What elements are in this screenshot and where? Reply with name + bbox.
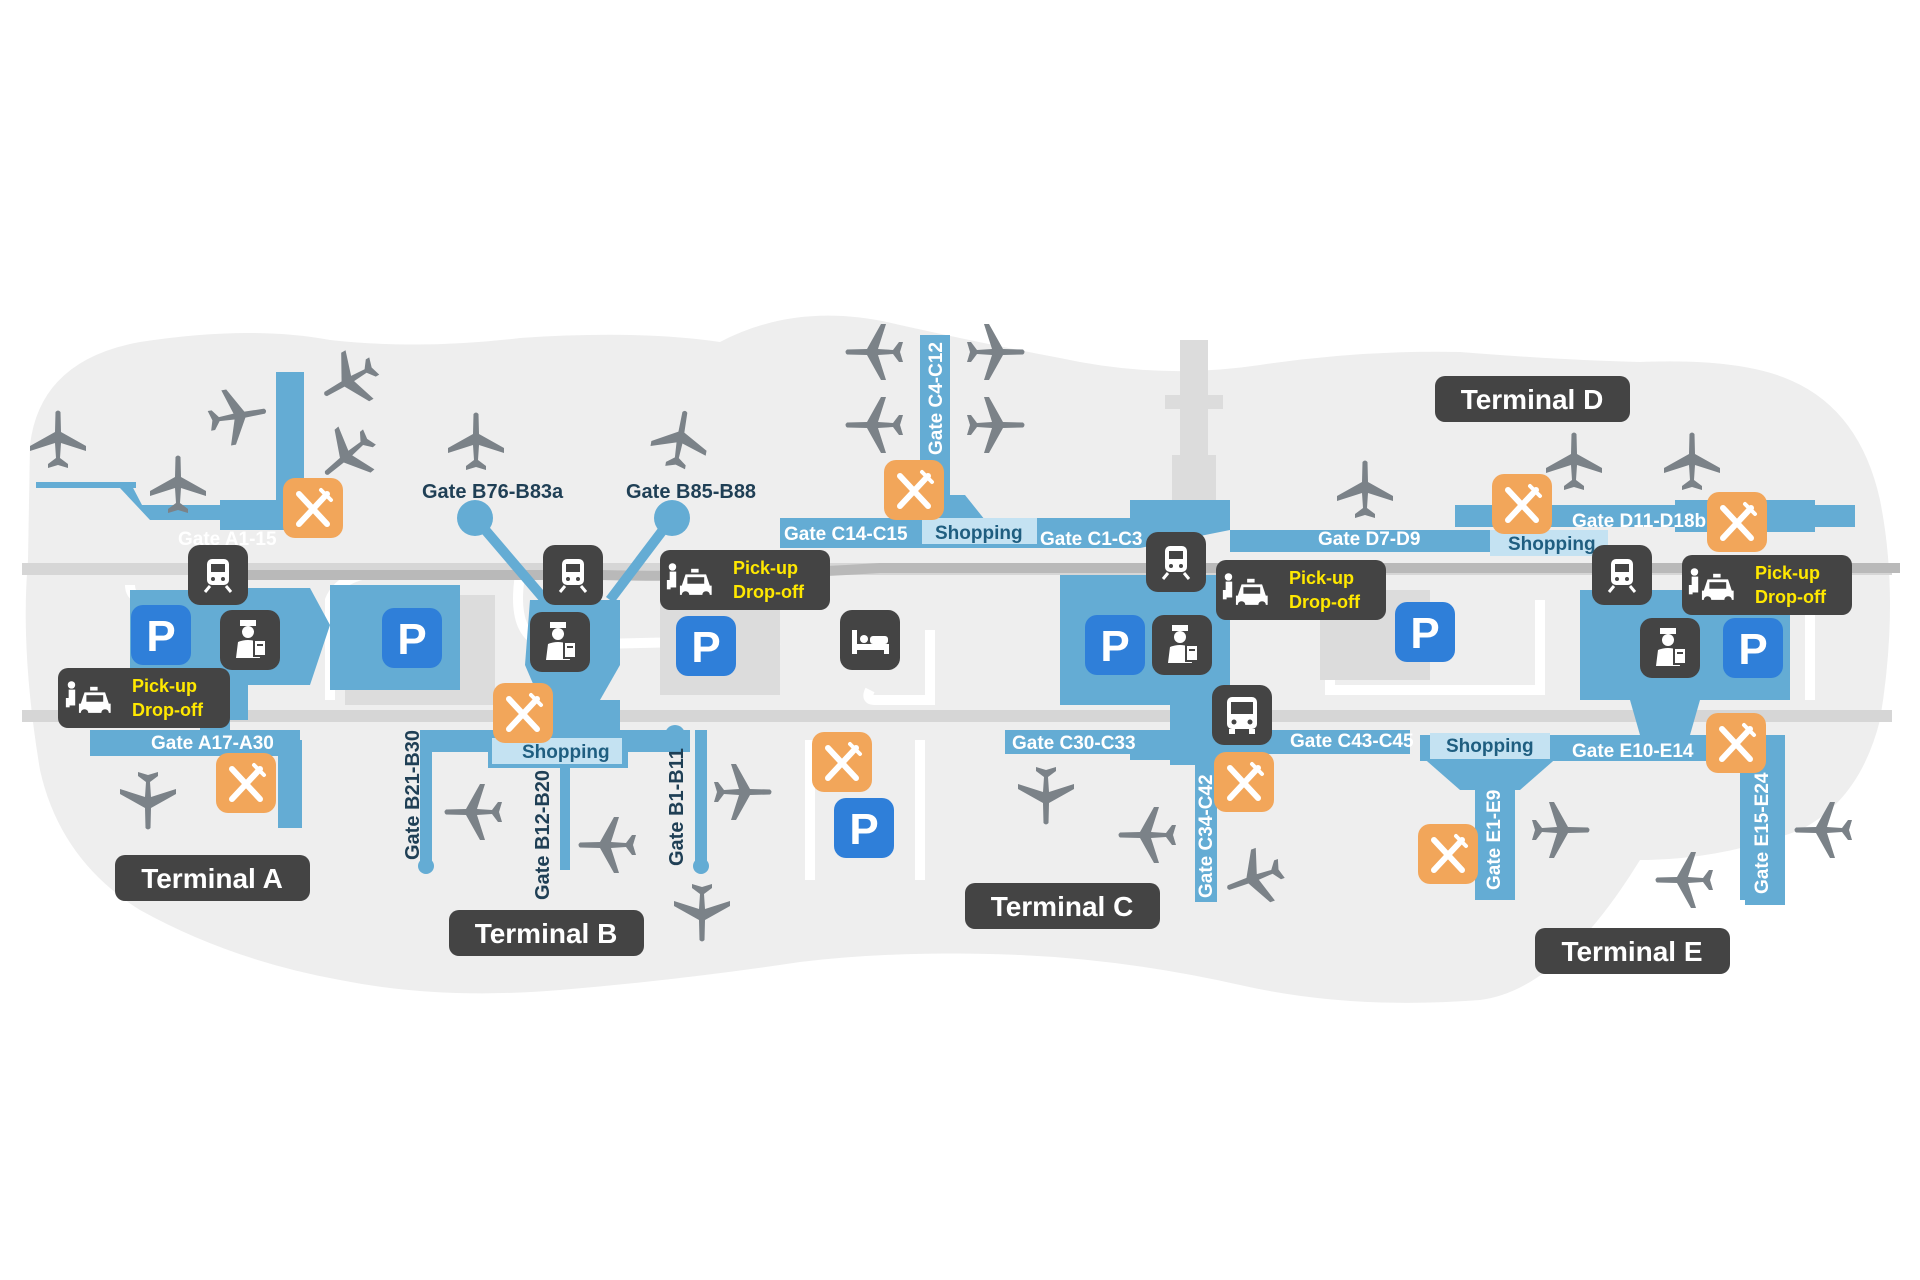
- shopping-label-c-south: Shopping: [1446, 736, 1534, 757]
- gate-e15-label: Gate E15-E24: [1752, 772, 1773, 894]
- road-south: [22, 710, 1892, 722]
- pickup-line2: Drop-off: [1755, 587, 1827, 607]
- terminal-d-label: Terminal D: [1461, 384, 1604, 415]
- parking-icon[interactable]: P: [676, 616, 736, 676]
- gate-b1-label: Gate B1-B11: [666, 748, 688, 866]
- security-icon[interactable]: [1640, 618, 1700, 678]
- pickup-line1: Pick-up: [1755, 563, 1820, 583]
- restaurant-icon[interactable]: [1707, 492, 1767, 552]
- train-icon[interactable]: [543, 545, 603, 605]
- pickup-badge-e[interactable]: Pick-up Drop-off: [1682, 555, 1852, 615]
- restaurant-icon[interactable]: [1418, 824, 1478, 884]
- gate-labels: Gate A1-15 Gate A17-A30 Gate B76-B83a Ga…: [151, 342, 1773, 900]
- shopping-box-c-south: [1430, 733, 1550, 759]
- parking-letter: P: [146, 612, 175, 661]
- restaurant-icon[interactable]: [812, 732, 872, 792]
- restaurant-icon[interactable]: [884, 460, 944, 520]
- parking-icon[interactable]: P: [1395, 602, 1455, 662]
- restaurant-icon[interactable]: [493, 683, 553, 743]
- shopping-box-d: [1490, 530, 1608, 556]
- train-icon[interactable]: [188, 545, 248, 605]
- restaurant-icon[interactable]: [1492, 474, 1552, 534]
- terminal-c-label: Terminal C: [991, 891, 1134, 922]
- parking-letter: P: [1738, 625, 1767, 674]
- security-icon[interactable]: [1152, 615, 1212, 675]
- terminal-c-badge[interactable]: Terminal C: [965, 883, 1160, 929]
- gate-d7-label: Gate D7-D9: [1318, 529, 1420, 550]
- control-tower: [1165, 340, 1223, 505]
- restaurant-icon[interactable]: [283, 478, 343, 538]
- restaurant-icon[interactable]: [1706, 713, 1766, 773]
- gate-b76-label: Gate B76-B83a: [422, 481, 564, 503]
- terminal-e-label: Terminal E: [1561, 936, 1702, 967]
- gate-b85-label: Gate B85-B88: [626, 481, 756, 503]
- terminal-d-badge[interactable]: Terminal D: [1435, 376, 1630, 422]
- gate-c30-label: Gate C30-C33: [1012, 733, 1136, 754]
- parking-icon[interactable]: P: [382, 608, 442, 668]
- terminal-b-badge[interactable]: Terminal B: [449, 910, 644, 956]
- parking-letter: P: [1100, 622, 1129, 671]
- pickup-line2: Drop-off: [733, 582, 805, 602]
- parking-letter: P: [397, 615, 426, 664]
- terminal-b-label: Terminal B: [475, 918, 618, 949]
- parking-lots-icons[interactable]: P P P P P P P: [131, 602, 1783, 858]
- terminal-a-label: Terminal A: [141, 863, 283, 894]
- gate-e10-label: Gate E10-E14: [1572, 741, 1694, 762]
- parking-icon[interactable]: P: [1723, 618, 1783, 678]
- pickup-line1: Pick-up: [132, 676, 197, 696]
- terminal-e-badge[interactable]: Terminal E: [1535, 928, 1730, 974]
- train-icon[interactable]: [1146, 532, 1206, 592]
- gate-d11-label: Gate D11-D18b: [1572, 511, 1706, 532]
- pickup-line1: Pick-up: [733, 558, 798, 578]
- parking-icon[interactable]: P: [131, 605, 191, 665]
- pickup-badge-c[interactable]: Pick-up Drop-off: [1216, 560, 1386, 620]
- pickup-badge-b[interactable]: Pick-up Drop-off: [660, 550, 830, 610]
- bus-icon[interactable]: [1212, 685, 1272, 745]
- restaurant-icon[interactable]: [1214, 752, 1274, 812]
- gate-b21-label: Gate B21-B30: [402, 730, 424, 860]
- shopping-areas: [492, 518, 1608, 764]
- gate-b12-label: Gate B12-B20: [532, 770, 554, 900]
- pickup-line2: Drop-off: [1289, 592, 1361, 612]
- terminal-a-badge[interactable]: Terminal A: [115, 855, 310, 901]
- gate-e1-label: Gate E1-E9: [1484, 790, 1505, 890]
- parking-letter: P: [691, 623, 720, 672]
- gate-a17-label: Gate A17-A30: [151, 733, 274, 754]
- restaurant-icon[interactable]: [216, 753, 276, 813]
- gate-c43-label: Gate C43-C45: [1290, 731, 1414, 752]
- plane-icon: [1655, 852, 1713, 908]
- gate-c14-label: Gate C14-C15: [784, 524, 908, 545]
- shopping-labels: Shopping Shopping Shopping Shopping: [522, 523, 1596, 763]
- pickup-line2: Drop-off: [132, 700, 204, 720]
- train-icon[interactable]: [1592, 545, 1652, 605]
- gate-c4-label: Gate C4-C12: [926, 342, 947, 455]
- security-icon[interactable]: [220, 610, 280, 670]
- gate-a1-label: Gate A1-15: [178, 529, 277, 550]
- shopping-label-b: Shopping: [522, 742, 610, 763]
- shopping-box-c-north: [922, 518, 1037, 544]
- security-icon[interactable]: [530, 612, 590, 672]
- shopping-label-d: Shopping: [1508, 534, 1596, 555]
- gate-c1-label: Gate C1-C3: [1040, 529, 1142, 550]
- parking-letter: P: [1410, 609, 1439, 658]
- parking-icon[interactable]: P: [834, 798, 894, 858]
- pickup-line1: Pick-up: [1289, 568, 1354, 588]
- shopping-label-c-north: Shopping: [935, 523, 1023, 544]
- parking-icon[interactable]: P: [1085, 615, 1145, 675]
- hotel-icon[interactable]: [840, 610, 900, 670]
- parking-letter: P: [849, 805, 878, 854]
- gate-c34-label: Gate C34-C42: [1196, 774, 1217, 898]
- pickup-badge-a[interactable]: Pick-up Drop-off: [58, 668, 230, 728]
